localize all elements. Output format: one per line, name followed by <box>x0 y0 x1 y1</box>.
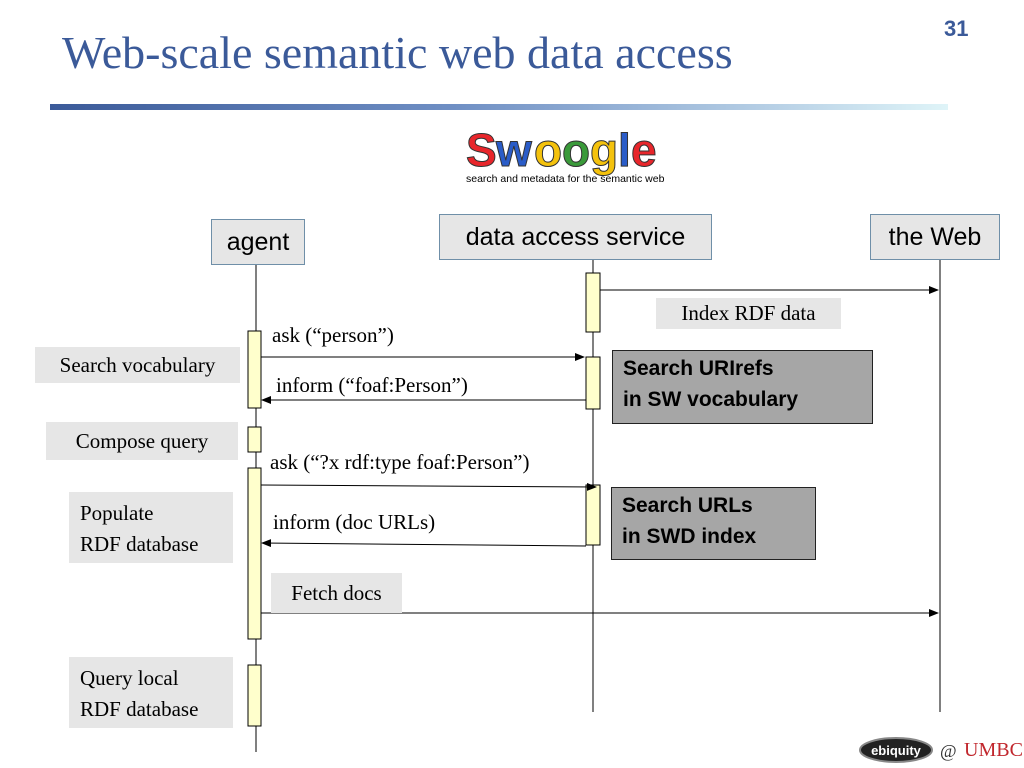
ask-query-arrow <box>260 482 597 491</box>
ask-query-label: ask (“?x rdf:type foaf:Person”) <box>270 450 530 474</box>
compose-query-label: Compose query <box>46 422 238 460</box>
logo-letter: S <box>466 124 497 176</box>
umbc-logo-text: UMBC <box>964 739 1023 761</box>
query-line-1: Query local <box>80 666 179 690</box>
inform-person-label: inform (“foaf:Person”) <box>276 373 468 397</box>
search-urirefs-line-1: Search URIrefs <box>623 357 774 380</box>
swoogle-logo: S w o o g l e search and metadata for th… <box>466 124 665 186</box>
ebiquity-logo <box>859 737 933 763</box>
logo-letter: w <box>495 124 532 176</box>
search-urls-box: Search URLs in SWD index <box>611 487 816 560</box>
query-line-2: RDF database <box>80 697 199 721</box>
search-urls-line-2: in SWD index <box>622 525 757 548</box>
search-urirefs-box: Search URIrefs in SW vocabulary <box>612 350 873 424</box>
search-urls-line-1: Search URLs <box>622 494 753 517</box>
index-rdf-label: Index RDF data <box>656 298 841 329</box>
service-activation-bar <box>585 484 601 546</box>
populate-line-1: Populate <box>80 501 154 525</box>
service-activation-bar <box>585 272 601 333</box>
service-lifeline-box: data access service <box>439 214 712 260</box>
logo-letter: e <box>631 124 657 176</box>
agent-activation-bar <box>247 426 262 453</box>
title-underline <box>50 104 948 110</box>
web-lifeline-box: the Web <box>870 214 1000 260</box>
populate-line-2: RDF database <box>80 532 199 556</box>
populate-rdf-label: Populate RDF database <box>69 492 233 563</box>
agent-activation-bar <box>247 467 262 640</box>
logo-letter: o <box>534 124 562 176</box>
fetch-docs-label: Fetch docs <box>271 573 402 613</box>
agent-lifeline-box: agent <box>211 219 305 265</box>
service-activation-bar <box>585 356 601 410</box>
logo-tagline: search and metadata for the semantic web <box>466 173 665 185</box>
search-urirefs-line-2: in SW vocabulary <box>623 388 799 411</box>
at-sign: @ <box>940 741 957 761</box>
logo-letter: o <box>562 124 590 176</box>
agent-activation-bar <box>247 664 262 727</box>
inform-urls-arrow <box>261 539 587 548</box>
ebiquity-text: ebiquity <box>871 743 922 758</box>
logo-letter: g <box>590 124 618 176</box>
ask-person-label: ask (“person”) <box>272 323 394 347</box>
inform-urls-label: inform (doc URLs) <box>273 510 436 534</box>
agent-activation-bar <box>247 330 262 409</box>
query-local-label: Query local RDF database <box>69 657 233 728</box>
search-vocabulary-label: Search vocabulary <box>35 347 240 383</box>
footer-logos: ebiquity @ UMBC <box>859 737 1023 763</box>
slide-number: 31 <box>944 16 969 41</box>
slide-title: Web-scale semantic web data access <box>62 27 733 78</box>
logo-letter: l <box>618 124 631 176</box>
